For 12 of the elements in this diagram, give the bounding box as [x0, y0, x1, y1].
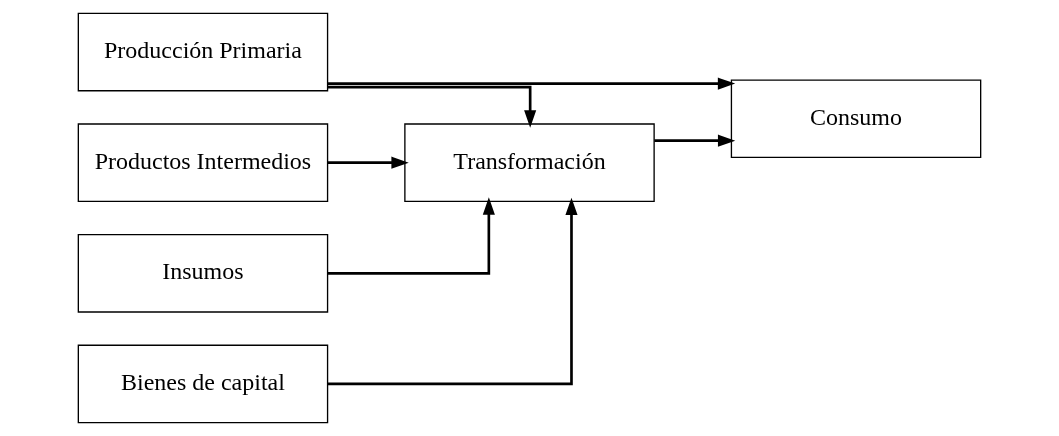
- arrow: [654, 134, 736, 147]
- arrow: [327, 197, 495, 275]
- arrow: [327, 85, 537, 128]
- arrow: [327, 156, 409, 169]
- arrow: [327, 77, 736, 90]
- node-box: Producción Primaria: [77, 12, 329, 92]
- node-box: Consumo: [730, 79, 982, 159]
- arrow: [327, 197, 578, 386]
- node-box: Productos Intermedios: [77, 123, 329, 202]
- node-box: Insumos: [77, 234, 329, 313]
- node-box: Bienes de capital: [77, 344, 329, 424]
- node-box: Transformación: [404, 123, 655, 202]
